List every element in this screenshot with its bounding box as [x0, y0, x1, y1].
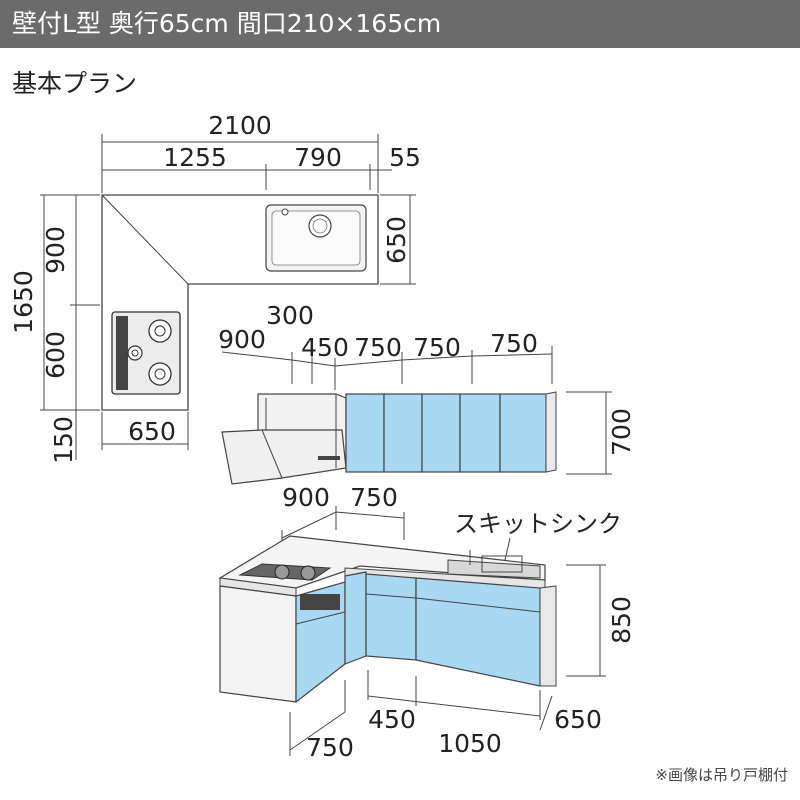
cooktop-plan [111, 311, 181, 395]
dim-left-upper: 900 [41, 226, 70, 274]
wall-dim-1: 900 [218, 325, 266, 354]
base-dim-bottom-middle: 450 [368, 705, 416, 734]
wall-door-2 [383, 393, 423, 473]
wall-door-4 [459, 393, 501, 473]
dim-segment-middle: 790 [294, 143, 342, 172]
wall-dim-6: 750 [490, 329, 538, 358]
base-middle-door [365, 573, 417, 661]
sink-label: スキットシンク [454, 510, 622, 538]
wall-dim-4: 750 [354, 333, 402, 362]
page-title: 壁付L型 奥行65cm 間口210×165cm [12, 9, 442, 38]
dim-left-middle: 600 [41, 331, 70, 379]
wall-dim-3: 450 [301, 333, 349, 362]
wall-door-3 [421, 393, 461, 473]
footnote: ※画像は吊り戸棚付 [655, 766, 788, 784]
base-right-drawer [415, 577, 541, 687]
header-bar: 壁付L型 奥行65cm 間口210×165cm [0, 0, 800, 48]
wall-door-5 [499, 393, 547, 473]
base-dim-right-depth: 650 [554, 705, 602, 734]
wall-cabinets: 900 300 450 750 750 750 700 [218, 301, 636, 485]
section-title: 基本プラン [12, 69, 138, 98]
wall-height-dim: 700 [607, 408, 636, 456]
wall-dim-2: 300 [266, 301, 314, 330]
wall-dim-5: 750 [413, 333, 461, 362]
wall-door-1 [345, 393, 385, 473]
base-height-dim: 850 [607, 596, 636, 644]
dim-overall-width: 2100 [208, 111, 272, 140]
base-dim-bottom-left: 750 [306, 733, 354, 762]
plan-view: 2100 1255 790 55 1650 900 600 150 650 65… [9, 111, 421, 464]
base-cabinets: 900 750 スキットシンク [218, 483, 636, 762]
dim-left-lower: 150 [49, 416, 78, 464]
dim-bottom-width: 650 [128, 417, 176, 446]
dim-segment-right: 55 [389, 143, 421, 172]
base-dim-top-right: 750 [350, 483, 398, 512]
dim-segment-left: 1255 [163, 143, 227, 172]
dim-sink-side-depth: 650 [382, 216, 411, 264]
dim-overall-depth: 1650 [9, 270, 38, 334]
sink-plan [265, 204, 367, 272]
base-dim-top-left: 900 [282, 483, 330, 512]
base-dim-bottom-right: 1050 [438, 729, 502, 758]
